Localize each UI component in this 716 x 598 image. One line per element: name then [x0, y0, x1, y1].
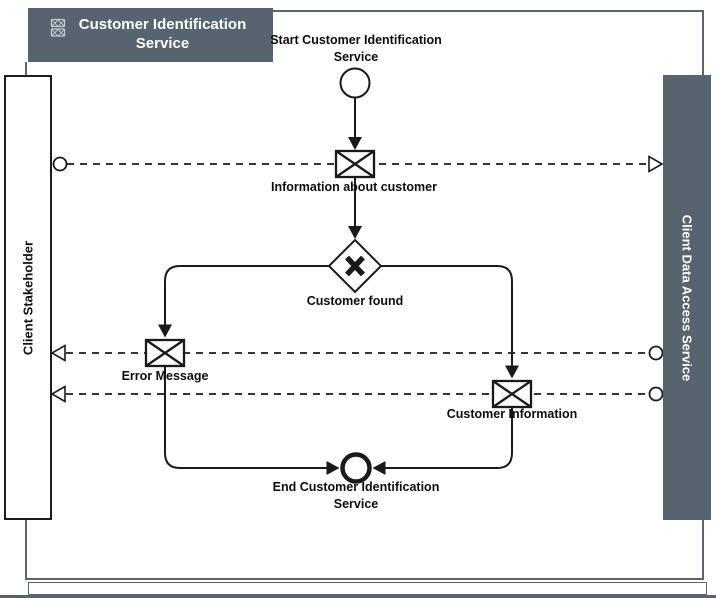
sequence-flow-gateway-to-customer[interactable] — [381, 265, 519, 379]
solid-arrowhead-icon — [505, 365, 519, 379]
message-flow-customer-information[interactable] — [50, 385, 664, 403]
message-information-label: Information about customer — [271, 180, 437, 194]
pool-client-data-access-service[interactable]: Client Data Access Service — [663, 75, 711, 520]
flow-origin-circle — [648, 386, 664, 402]
start-event[interactable] — [339, 67, 371, 99]
flow-origin-circle — [648, 345, 664, 361]
collapsed-pool-band[interactable] — [28, 582, 707, 595]
envelope-icon — [492, 380, 532, 408]
message-shape-customer-information[interactable] — [491, 379, 533, 409]
message-shape-error[interactable] — [144, 338, 186, 368]
sequence-flow-message-to-gateway[interactable] — [348, 177, 362, 240]
pool-label: Client Stakeholder — [20, 240, 36, 355]
end-event[interactable] — [340, 452, 372, 484]
message-customer-information-label: Customer Information — [446, 407, 578, 421]
exclusive-gateway[interactable] — [327, 238, 383, 294]
x-marker-icon — [344, 255, 366, 277]
message-stack-icon — [50, 18, 67, 43]
envelope-icon — [145, 339, 185, 367]
solid-arrowhead-icon — [372, 461, 386, 475]
open-arrowhead-icon — [50, 385, 66, 403]
solid-arrowhead-icon — [158, 324, 172, 338]
gateway-label: Customer found — [306, 294, 404, 308]
sequence-flow-customer-to-end[interactable] — [372, 407, 513, 476]
message-shape-information[interactable] — [334, 149, 376, 179]
end-event-label: End Customer Identification Service — [272, 480, 440, 511]
pool-label: Client Data Access Service — [679, 214, 695, 381]
pool-header-customer-identification-service[interactable]: Customer Identification Service — [28, 8, 273, 62]
sequence-flow-error-to-end[interactable] — [164, 366, 340, 476]
message-error-label: Error Message — [121, 369, 209, 383]
flow-origin-circle — [52, 156, 68, 172]
pool-header-title: Customer Identification Service — [78, 16, 247, 52]
sequence-flow-gateway-to-error[interactable] — [158, 265, 329, 338]
start-event-label: Start Customer Identification Service — [270, 33, 442, 64]
open-arrowhead-icon — [50, 344, 66, 362]
envelope-icon — [335, 150, 375, 178]
open-arrowhead-icon — [648, 155, 664, 173]
pool-client-stakeholder[interactable]: Client Stakeholder — [4, 75, 52, 520]
solid-arrowhead-icon — [326, 461, 340, 475]
bottom-edge-bar — [0, 594, 716, 598]
sequence-flow-start-to-message[interactable] — [348, 98, 362, 150]
message-flow-error[interactable] — [50, 344, 664, 362]
solid-arrowhead-icon — [348, 226, 362, 239]
solid-arrowhead-icon — [348, 137, 362, 150]
